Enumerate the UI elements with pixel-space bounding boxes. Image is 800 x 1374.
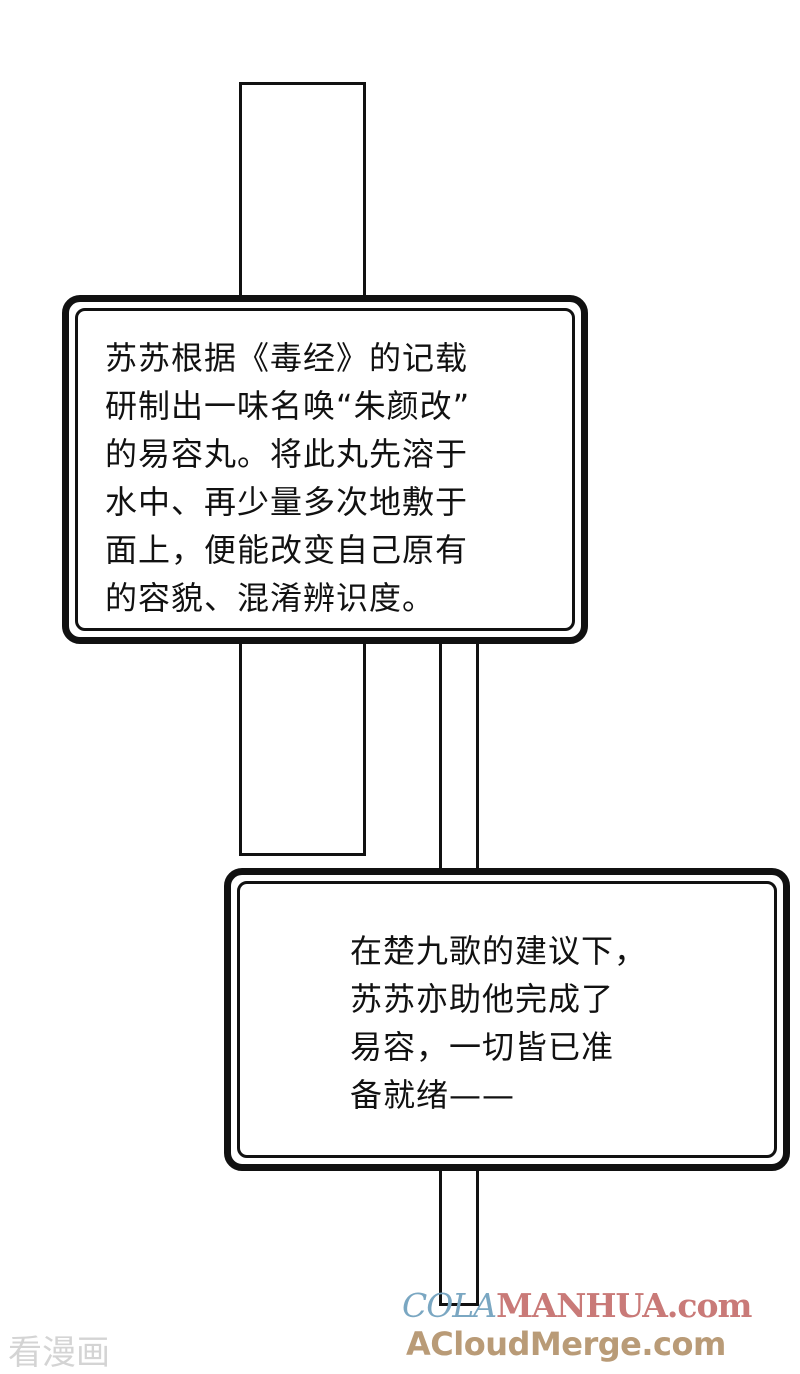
- caption-2-line: 易容，一切皆已准: [350, 1028, 615, 1066]
- caption-box-2-inner-border: [237, 881, 777, 1158]
- caption-box-1: 苏苏根据《毒经》的记载 研制出一味名唤“朱颜改” 的易容丸。将此丸先溶于 水中、…: [62, 295, 588, 644]
- caption-1-text: 苏苏根据《毒经》的记载 研制出一味名唤“朱颜改” 的易容丸。将此丸先溶于 水中、…: [105, 334, 470, 622]
- watermark-cola: COLA: [402, 1286, 497, 1325]
- caption-box-1-inner-border: [75, 308, 575, 631]
- caption-1-line: 水中、再少量多次地敷于: [105, 483, 469, 521]
- caption-box-2: 在楚九歌的建议下， 苏苏亦助他完成了 易容，一切皆已准 备就绪——: [224, 868, 790, 1171]
- caption-1-line: 研制出一味名唤“朱颜改”: [105, 387, 471, 425]
- caption-2-line: 苏苏亦助他完成了: [350, 980, 615, 1018]
- caption-1-line: 的易容丸。将此丸先溶于: [105, 435, 469, 473]
- watermark-acloudmerge: ACloudMerge.com: [406, 1325, 726, 1363]
- caption-2-text: 在楚九歌的建议下， 苏苏亦助他完成了 易容，一切皆已准 备就绪——: [350, 927, 647, 1119]
- watermark-colamanhua: COLAMANHUA.com: [402, 1286, 752, 1325]
- caption-2-line: 在楚九歌的建议下，: [350, 932, 648, 970]
- watermark-manhua: MANHUA.com: [496, 1286, 752, 1325]
- caption-1-line: 苏苏根据《毒经》的记载: [105, 339, 469, 377]
- caption-2-line: 备就绪——: [350, 1076, 516, 1114]
- watermark-kanmanhua: 看漫画: [8, 1333, 110, 1373]
- caption-1-line: 面上，便能改变自己原有: [105, 531, 469, 569]
- caption-1-line: 的容貌、混淆辨识度。: [105, 579, 436, 617]
